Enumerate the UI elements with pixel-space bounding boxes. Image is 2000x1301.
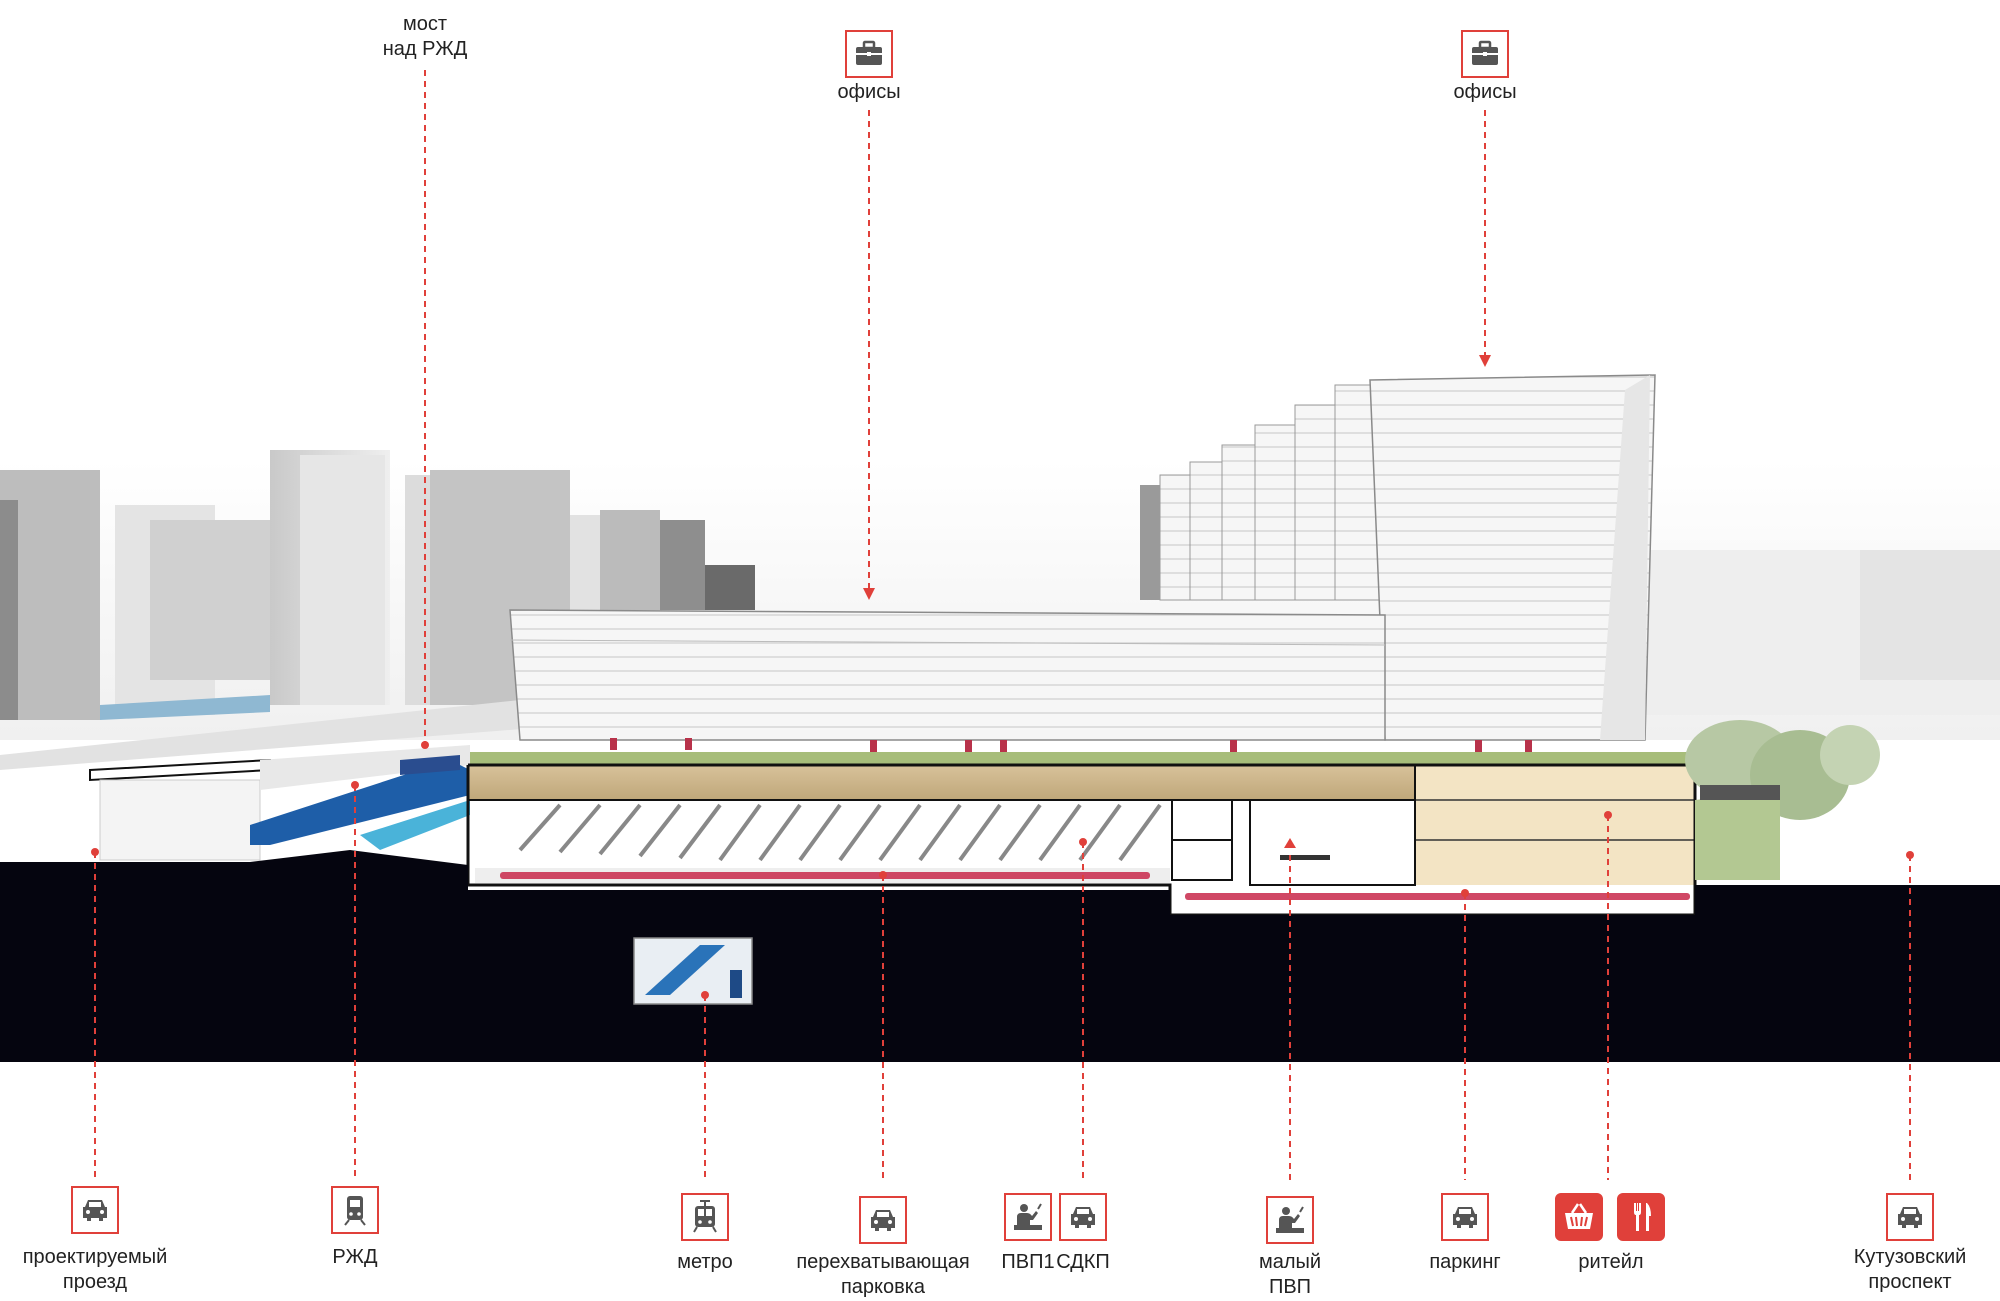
label-retail: ритейл — [1578, 1251, 1644, 1273]
green-roof — [470, 738, 1690, 766]
label-proj-road: проектируемый проезд — [22, 1246, 168, 1293]
label-kutuz: Кутузовский проспект — [1853, 1246, 1967, 1293]
label-sdkp: СДКП — [1056, 1251, 1110, 1273]
background-city — [0, 450, 2000, 770]
basket-icon — [1555, 1193, 1603, 1241]
label-offices-left: офисы — [837, 81, 901, 103]
label-small-pvp: малый ПВП — [1258, 1251, 1322, 1298]
label-rzhd: РЖД — [332, 1246, 378, 1268]
car-icon — [859, 1196, 907, 1244]
label-pvp1: ПВП1 — [1001, 1251, 1055, 1273]
car-icon — [1886, 1193, 1934, 1241]
car-icon — [1059, 1193, 1107, 1241]
tower-cluster — [1140, 374, 1656, 741]
label-intercept: перехватывающая парковка — [796, 1251, 970, 1298]
trees — [1685, 720, 1880, 880]
passenger-icon — [1266, 1196, 1314, 1244]
label-offices-right: офисы — [1453, 81, 1517, 103]
briefcase-icon — [1461, 30, 1509, 78]
tram-icon — [681, 1193, 729, 1241]
ground-section — [0, 850, 2000, 1062]
label-bridge: мост над РЖД — [382, 13, 468, 60]
label-parking: паркинг — [1429, 1251, 1501, 1273]
leader-markers — [91, 355, 1914, 999]
bridge-left — [89, 745, 470, 861]
car-icon — [71, 1186, 119, 1234]
office-block — [509, 609, 1386, 741]
fork-knife-icon — [1617, 1193, 1665, 1241]
train-icon — [331, 1186, 379, 1234]
briefcase-icon — [845, 30, 893, 78]
label-metro: метро — [677, 1251, 733, 1273]
leader-lines — [94, 70, 1911, 1180]
passenger-icon — [1004, 1193, 1052, 1241]
car-icon — [1441, 1193, 1489, 1241]
railway — [250, 755, 470, 850]
